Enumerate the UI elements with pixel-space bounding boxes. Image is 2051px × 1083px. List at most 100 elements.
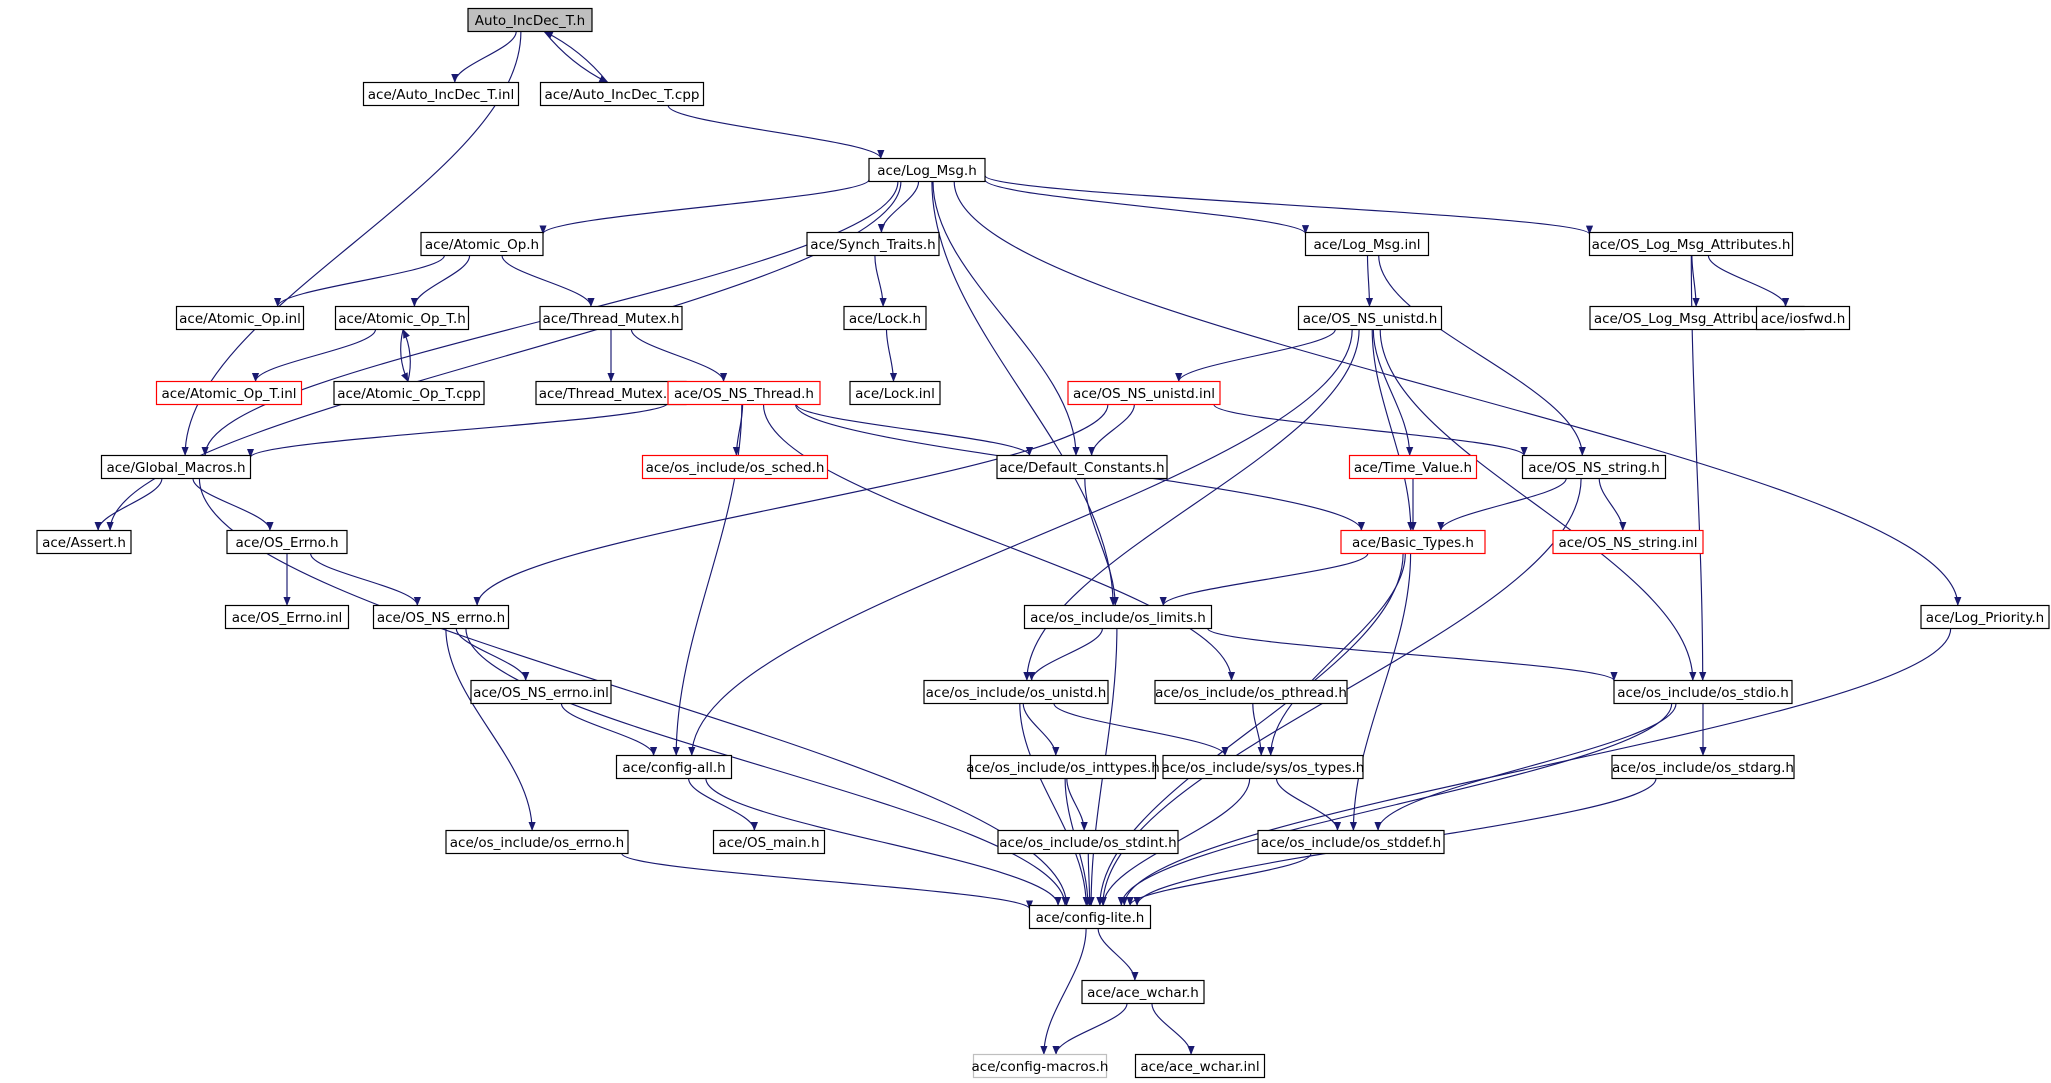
edge-auto_cpp-to-log_msg (667, 105, 885, 159)
node-os-errno-inl[interactable]: ace/OS_Errno.inl (224, 604, 350, 630)
node-label: ace/config-all.h (622, 760, 725, 776)
node-box (843, 305, 927, 331)
node-label: ace/Auto_IncDec_T.cpp (545, 87, 700, 103)
node-config-macros[interactable]: ace/config-macros.h (972, 1053, 1109, 1079)
node-os-limits[interactable]: ace/os_include/os_limits.h (1023, 604, 1213, 630)
node-atomic-op[interactable]: ace/Atomic_Op.h (420, 231, 544, 257)
node-default-constants[interactable]: ace/Default_Constants.h (996, 454, 1168, 480)
edge-os_ns_unistd_inl-to-os_ns_errno (473, 404, 1109, 606)
node-os-ns-string-inl[interactable]: ace/OS_NS_string.inl (1552, 529, 1704, 555)
node-thread-mutex-inl[interactable]: ace/Thread_Mutex.inl (535, 380, 687, 406)
node-os-main[interactable]: ace/OS_main.h (712, 829, 826, 855)
node-os-stddef[interactable]: ace/os_include/os_stddef.h (1257, 829, 1445, 855)
node-os-ns-unistd-inl[interactable]: ace/OS_NS_unistd.inl (1067, 380, 1221, 406)
edge-lock_h-to-lock_inl (885, 329, 898, 382)
node-label: ace/OS_NS_string.h (1528, 460, 1660, 476)
node-os-stdarg[interactable]: ace/os_include/os_stdarg.h (1611, 754, 1795, 780)
node-atomic-op-t-cpp[interactable]: ace/Atomic_Op_T.cpp (333, 380, 485, 406)
node-sys-os-types[interactable]: ace/os_include/sys/os_types.h (1162, 754, 1365, 780)
edge-os_lma-to-iosfwd (1707, 255, 1790, 307)
node-os-ns-errno-inl[interactable]: ace/OS_NS_errno.inl (470, 679, 612, 705)
node-box (1521, 454, 1667, 480)
node-box (1162, 754, 1364, 780)
edge-log_msg_inl-to-os_ns_string (1378, 255, 1586, 456)
node-global-macros[interactable]: ace/Global_Macros.h (100, 454, 252, 480)
node-label: ace/Time_Value.h (1354, 460, 1472, 476)
node-box (923, 679, 1109, 705)
node-lock-inl[interactable]: ace/Lock.inl (849, 380, 941, 406)
edge-os_limits-to-os_unistd (1028, 628, 1103, 681)
edge-atomic_op-to-atomic_op_inl (274, 255, 445, 307)
edge-os_pthread-to-sys_os_types (1252, 703, 1265, 756)
node-atomic-op-t-inl[interactable]: ace/Atomic_Op_T.inl (155, 380, 303, 406)
node-box (1134, 1053, 1266, 1079)
node-label: ace/Assert.h (42, 535, 126, 551)
node-label: ace/Global_Macros.h (106, 460, 245, 476)
edge-basic_types-to-config_lite (1096, 553, 1404, 906)
node-box (1588, 231, 1794, 257)
node-ace-wchar[interactable]: ace/ace_wchar.h (1081, 979, 1205, 1005)
node-auto-h: Auto_IncDec_T.h (467, 7, 593, 33)
node-os-stdio[interactable]: ace/os_include/os_stdio.h (1613, 679, 1793, 705)
node-log-msg-inl[interactable]: ace/Log_Msg.inl (1304, 231, 1430, 257)
node-label: ace/os_include/os_stddef.h (1261, 835, 1441, 851)
node-time-value[interactable]: ace/Time_Value.h (1348, 454, 1478, 480)
node-log-msg[interactable]: ace/Log_Msg.h (868, 157, 986, 183)
node-label: ace/Atomic_Op_T.inl (161, 386, 296, 402)
node-box (1920, 604, 2050, 630)
node-atomic-op-t[interactable]: ace/Atomic_Op_T.h (334, 305, 470, 331)
node-os-sched[interactable]: ace/os_include/os_sched.h (641, 454, 829, 480)
edge-config_all-to-config_lite (705, 778, 1062, 906)
node-os-include-errno[interactable]: ace/os_include/os_errno.h (445, 829, 629, 855)
edge-ace_wchar-to-config_macros (1052, 1003, 1128, 1055)
edge-log_msg-to-os_lma (984, 175, 1593, 235)
edge-atomic_op-to-thread_mutex (501, 255, 595, 307)
node-box (997, 829, 1179, 855)
edge-global_macros-to-os_errno (192, 478, 274, 531)
node-os-unistd[interactable]: ace/os_include/os_unistd.h (923, 679, 1109, 705)
node-config-all[interactable]: ace/config-all.h (615, 754, 733, 780)
node-box (470, 679, 612, 705)
edge-os_include_errno-to-config_lite (621, 852, 1033, 910)
edge-os_ns_string-to-os_ns_string_inl (1598, 478, 1627, 531)
node-os-ns-unistd[interactable]: ace/OS_NS_unistd.h (1297, 305, 1443, 331)
node-box (539, 81, 705, 107)
node-auto-cpp[interactable]: ace/Auto_IncDec_T.cpp (539, 81, 705, 107)
node-label: ace/iosfwd.h (1761, 311, 1846, 327)
node-assert-h[interactable]: ace/Assert.h (36, 529, 132, 555)
node-label: ace/os_include/os_errno.h (450, 835, 624, 851)
node-log-priority[interactable]: ace/Log_Priority.h (1920, 604, 2050, 630)
edge-atomic_op_t-to-atomic_op_t_inl (251, 329, 377, 382)
edge-os_errno-to-os_ns_errno (310, 553, 421, 606)
node-basic-types[interactable]: ace/Basic_Types.h (1340, 529, 1486, 555)
node-os-ns-errno[interactable]: ace/OS_NS_errno.h (372, 604, 510, 630)
node-thread-mutex[interactable]: ace/Thread_Mutex.h (539, 305, 683, 331)
edge-log_msg-to-log_priority (953, 181, 1962, 606)
node-config-lite[interactable]: ace/config-lite.h (1028, 904, 1152, 930)
node-label: ace/Thread_Mutex.h (543, 311, 680, 327)
node-os-stdint[interactable]: ace/os_include/os_stdint.h (997, 829, 1179, 855)
node-os-ns-string[interactable]: ace/OS_NS_string.h (1521, 454, 1667, 480)
node-ace-wchar-inl[interactable]: ace/ace_wchar.inl (1134, 1053, 1266, 1079)
edge-log_msg_inl-to-os_ns_unistd (1365, 255, 1374, 307)
node-os-lma-inl[interactable]: ace/OS_Log_Msg_Attributes.inl (1589, 305, 1805, 331)
node-label: ace/OS_NS_errno.h (377, 610, 505, 626)
node-os-lma[interactable]: ace/OS_Log_Msg_Attributes.h (1588, 231, 1794, 257)
node-os-inttypes[interactable]: ace/os_include/os_inttypes.h (966, 754, 1160, 780)
edge-auto_h-to-auto_cpp (543, 31, 609, 84)
node-box (100, 454, 252, 480)
edge-log_priority-to-config_lite (1120, 628, 1952, 906)
node-os-ns-thread[interactable]: ace/OS_NS_Thread.h (667, 380, 821, 406)
node-label: ace/Auto_IncDec_T.inl (368, 87, 514, 103)
node-iosfwd[interactable]: ace/iosfwd.h (1755, 305, 1851, 331)
node-label: ace/os_include/os_unistd.h (926, 685, 1107, 701)
node-atomic-op-inl[interactable]: ace/Atomic_Op.inl (175, 305, 305, 331)
node-lock-h[interactable]: ace/Lock.h (843, 305, 927, 331)
edge-os_lma-to-os_lma_inl (1691, 255, 1700, 307)
node-auto-inl[interactable]: ace/Auto_IncDec_T.inl (362, 81, 520, 107)
node-label: ace/Thread_Mutex.inl (539, 386, 683, 402)
node-os-pthread[interactable]: ace/os_include/os_pthread.h (1154, 679, 1348, 705)
node-synch-traits[interactable]: ace/Synch_Traits.h (806, 231, 940, 257)
node-os-errno[interactable]: ace/OS_Errno.h (226, 529, 348, 555)
node-box (806, 231, 940, 257)
